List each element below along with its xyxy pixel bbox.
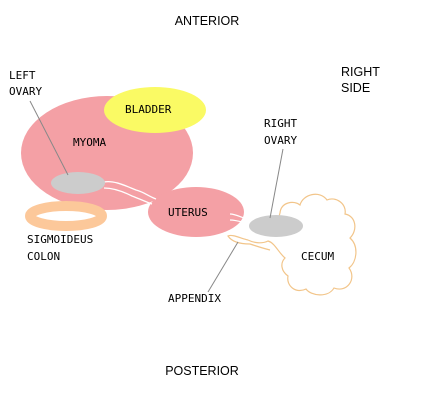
left-fallopian-tube xyxy=(103,180,157,205)
uterus-shape xyxy=(148,187,244,237)
appendix-shape xyxy=(227,234,271,251)
right-ovary-label-line1: RIGHT xyxy=(264,117,297,130)
right-ovary-shape xyxy=(249,215,303,237)
left-ovary-label-line1: LEFT xyxy=(9,69,36,82)
left-ovary-shape xyxy=(51,172,105,194)
bladder-shape xyxy=(104,87,206,133)
sigmoid-colon-label-line2: COLON xyxy=(27,250,60,263)
uterus-label: UTERUS xyxy=(168,206,208,219)
anterior-label: ANTERIOR xyxy=(175,14,240,28)
appendix-label: APPENDIX xyxy=(168,292,221,305)
right-ovary-leader xyxy=(269,148,284,219)
right-side-label-line1: RIGHT xyxy=(341,65,380,79)
right-fallopian-tube xyxy=(229,213,251,225)
right-ovary-label-line2: OVARY xyxy=(264,134,297,147)
cecum-label: CECUM xyxy=(301,250,334,263)
bladder-label: BLADDER xyxy=(125,103,172,116)
left-ovary-leader xyxy=(29,100,69,176)
myoma-label: MYOMA xyxy=(73,136,106,149)
posterior-label: POSTERIOR xyxy=(165,364,239,378)
left-ovary-label-line2: OVARY xyxy=(9,85,42,98)
appendix-leader xyxy=(207,241,239,293)
cecum-outline xyxy=(247,193,357,296)
sigmoid-colon-ring xyxy=(25,201,107,231)
sigmoid-colon-label-line1: SIGMOIDEUS xyxy=(27,233,93,246)
right-side-label-line2: SIDE xyxy=(341,81,370,95)
